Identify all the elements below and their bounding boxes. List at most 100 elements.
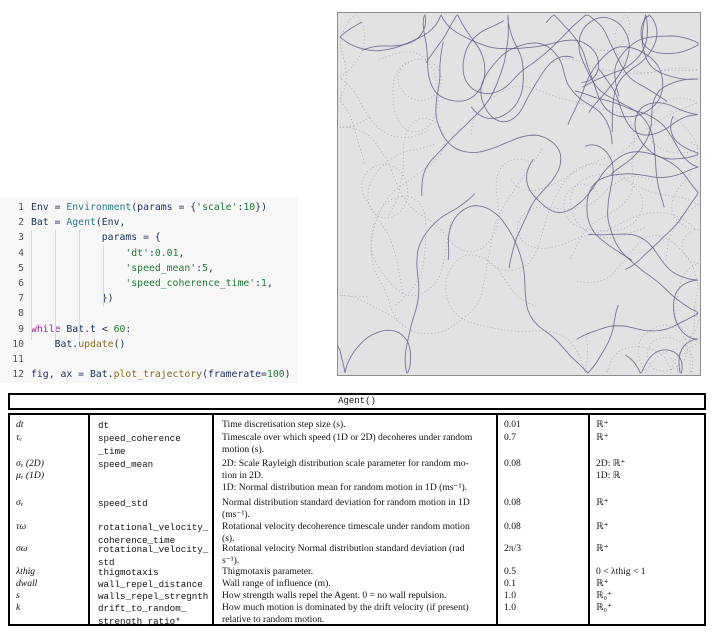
symbol-cell: dt bbox=[16, 419, 23, 431]
code-token: (params = { bbox=[131, 202, 197, 213]
line-number: 11 bbox=[12, 354, 24, 365]
indent-guide bbox=[55, 322, 56, 338]
trajectory-path bbox=[447, 205, 619, 374]
trajectory-path bbox=[578, 17, 665, 208]
cell-line: thigmotaxis bbox=[98, 567, 159, 578]
trajectory-path bbox=[370, 117, 445, 320]
code-line: 3 params = { bbox=[0, 230, 298, 245]
description-cell: How much motion is dominated by the drif… bbox=[222, 602, 502, 626]
cell-line: 2D: ℝ⁺ bbox=[596, 458, 626, 469]
trajectory-path bbox=[582, 13, 699, 175]
line-number: 2 bbox=[18, 217, 24, 229]
code-token: Env = bbox=[31, 202, 67, 213]
cell-line: strength_ratio* bbox=[98, 616, 181, 627]
trajectory-path bbox=[480, 42, 613, 145]
trajectory-path bbox=[338, 193, 476, 374]
indent-guide bbox=[55, 230, 56, 340]
code-token: : bbox=[125, 323, 132, 335]
trajectory-path bbox=[545, 14, 664, 125]
cell-line: speed_mean bbox=[98, 459, 154, 470]
symbol-cell: k bbox=[16, 602, 20, 614]
trajectory-lines bbox=[338, 13, 700, 374]
default-value-cell: 0.01 bbox=[504, 419, 521, 430]
code-line: 6 'speed_coherence_time':1, bbox=[0, 276, 298, 291]
code-token: while bbox=[31, 323, 61, 335]
cell-line: 0 < λthig < 1 bbox=[596, 566, 646, 577]
default-value-cell: 0.5 bbox=[504, 566, 516, 577]
default-value-cell: 2π/3 bbox=[504, 543, 522, 554]
description-cell: Timescale over which speed (1D or 2D) de… bbox=[222, 432, 502, 456]
cell-line: ℝ₀⁺ bbox=[596, 590, 613, 601]
trajectory-path bbox=[637, 306, 699, 374]
code-token: (framerate= bbox=[202, 369, 267, 381]
trajectory-path bbox=[421, 14, 524, 196]
trajectory-plot bbox=[337, 12, 701, 376]
code-token: : bbox=[237, 202, 244, 213]
cell-line: ℝ⁺ bbox=[596, 419, 609, 430]
trajectory-path bbox=[598, 68, 699, 160]
symbol: σω bbox=[16, 543, 28, 554]
default-value-cell: 0.08 bbox=[504, 458, 521, 469]
indent-guide bbox=[103, 245, 104, 307]
trajectory-path bbox=[445, 254, 589, 374]
range-cell: ℝ⁺ bbox=[596, 543, 609, 555]
code-token: }) bbox=[255, 202, 267, 213]
cell-line: How much motion is dominated by the drif… bbox=[222, 602, 469, 613]
code-token: 'dt' bbox=[125, 247, 149, 259]
description-cell: 2D: Scale Rayleigh distribution scale pa… bbox=[222, 458, 502, 494]
line-number: 7 bbox=[18, 293, 24, 305]
cell-line: 2D: Scale Rayleigh distribution scale pa… bbox=[222, 458, 469, 469]
range-cell: ℝ⁺ bbox=[596, 578, 609, 590]
symbol-cell: λthig bbox=[16, 566, 35, 578]
code-line: 5 'speed_mean':5, bbox=[0, 261, 298, 276]
trajectory-path bbox=[588, 233, 699, 374]
code-token: plot_trajectory bbox=[113, 369, 203, 381]
param-name-cell: rotational_velocity_std bbox=[98, 543, 208, 569]
param-name-cell: rotational_velocity_coherence_time bbox=[98, 521, 208, 547]
symbol-cell: τᵥ bbox=[16, 432, 22, 444]
cell-line: ℝ⁺ bbox=[596, 521, 609, 532]
trajectory-path bbox=[339, 14, 600, 83]
code-token: : bbox=[196, 262, 203, 274]
cell-line: ℝ⁺ bbox=[596, 497, 609, 508]
line-number: 1 bbox=[18, 202, 24, 213]
cell-line: Wall range of influence (m). bbox=[222, 578, 331, 589]
code-token: ) bbox=[284, 369, 291, 381]
code-line: 7 }) bbox=[0, 291, 298, 306]
description-cell: Rotational velocity decoherence timescal… bbox=[222, 521, 502, 545]
range-cell: ℝ⁺ bbox=[596, 497, 609, 509]
cell-line: Normal distribution standard deviation f… bbox=[222, 497, 470, 508]
symbol-cell: τω bbox=[16, 521, 26, 533]
cell-line: wall_repel_distance bbox=[98, 579, 203, 590]
trajectory-path bbox=[370, 195, 452, 306]
code-token: , bbox=[207, 262, 214, 274]
symbol-cell: dwall bbox=[16, 578, 37, 590]
symbol-cell: σω bbox=[16, 543, 28, 555]
code-token: fig, ax = Bat. bbox=[31, 369, 114, 381]
range-cell: 0 < λthig < 1 bbox=[596, 566, 646, 578]
trajectory-path bbox=[611, 14, 699, 133]
param-name-cell: thigmotaxis bbox=[98, 566, 159, 579]
code-line: 8 bbox=[0, 306, 298, 321]
trajectory-path bbox=[378, 51, 442, 133]
cell-line: How strength walls repel the Agent. 0 = … bbox=[222, 590, 447, 601]
description-cell: Wall range of influence (m). bbox=[222, 578, 502, 590]
code-token: 5 bbox=[202, 262, 208, 274]
trajectory-path bbox=[668, 115, 700, 374]
symbol: s bbox=[16, 590, 20, 601]
code-token: (Env, bbox=[95, 217, 126, 229]
range-cell: 2D: ℝ⁺1D: ℝ bbox=[596, 458, 625, 482]
cell-line: _time bbox=[98, 446, 126, 457]
param-name-cell: walls_repel_stregnth bbox=[98, 590, 208, 603]
indent-guide bbox=[79, 230, 80, 340]
code-token: 'speed_coherence_time' bbox=[125, 278, 256, 289]
trajectory-path bbox=[435, 41, 562, 269]
code-token: : bbox=[148, 247, 155, 259]
default-value-cell: 1.0 bbox=[504, 602, 516, 613]
description-cell: Thigmotaxis parameter. bbox=[222, 566, 502, 578]
cell-line: Rotational velocity Normal distribution … bbox=[222, 543, 465, 554]
